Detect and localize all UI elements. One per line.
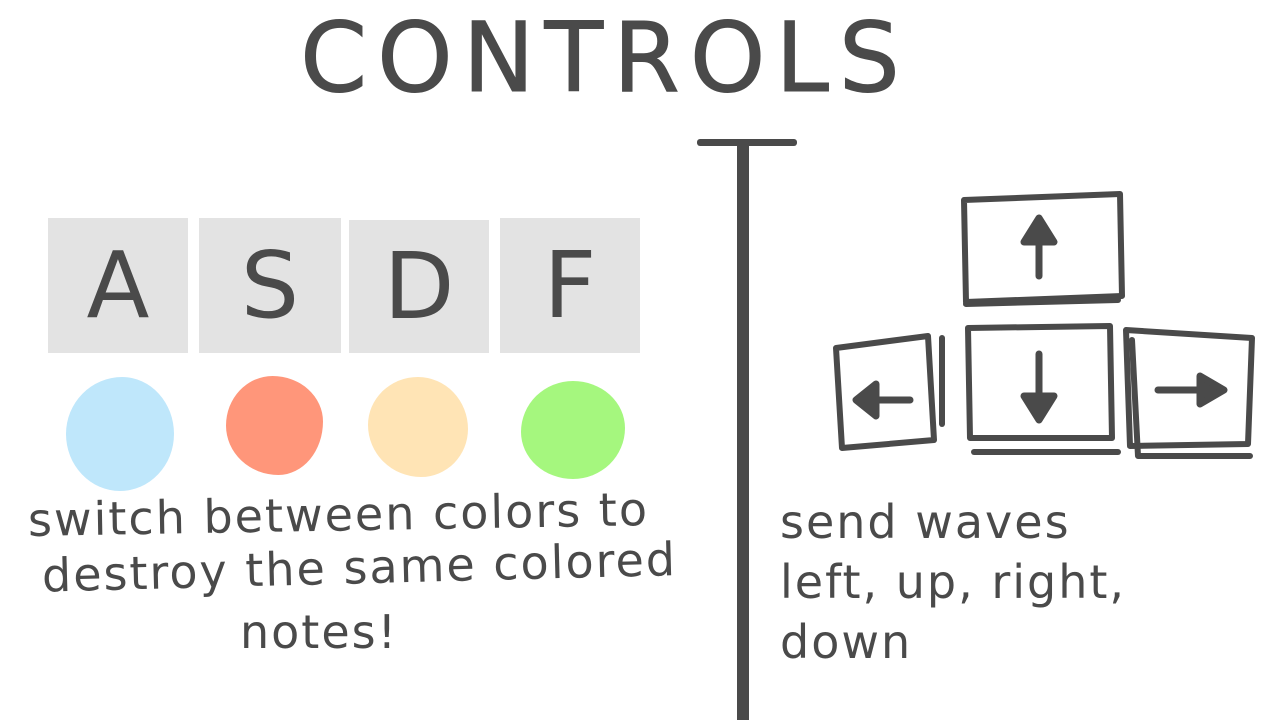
instruction-line-3: notes! bbox=[240, 605, 399, 659]
left-arrow-icon bbox=[852, 380, 914, 420]
down-arrow-icon bbox=[1020, 350, 1058, 424]
key-s-label: S bbox=[240, 232, 300, 339]
color-switch-instructions: switch between colors to destroy the sam… bbox=[28, 482, 728, 660]
up-arrow-key bbox=[961, 191, 1125, 307]
right-arrow-key bbox=[1123, 327, 1255, 459]
right-arrow-icon bbox=[1154, 372, 1228, 408]
key-f-label: F bbox=[543, 232, 597, 339]
yellow-color-swatch bbox=[368, 377, 468, 477]
arrow-keys-cluster bbox=[833, 191, 1255, 459]
key-a: A bbox=[48, 218, 188, 353]
wave-instruction-line-2: left, up, right, down bbox=[780, 555, 1127, 669]
key-s: S bbox=[199, 218, 341, 353]
key-a-label: A bbox=[86, 232, 150, 339]
left-arrow-key bbox=[833, 333, 945, 451]
green-color-swatch bbox=[521, 381, 625, 479]
down-arrow-key bbox=[965, 323, 1121, 455]
center-divider bbox=[737, 141, 749, 720]
key-d-label: D bbox=[383, 233, 455, 340]
blue-color-swatch bbox=[66, 377, 174, 491]
key-d: D bbox=[349, 220, 489, 353]
page-title: CONTROLS bbox=[300, 2, 910, 115]
orange-color-swatch bbox=[226, 376, 323, 475]
wave-instructions: send waves left, up, right, down bbox=[780, 492, 1270, 672]
wave-instruction-line-1: send waves bbox=[780, 495, 1071, 549]
key-f: F bbox=[500, 218, 640, 353]
up-arrow-icon bbox=[1020, 214, 1058, 280]
